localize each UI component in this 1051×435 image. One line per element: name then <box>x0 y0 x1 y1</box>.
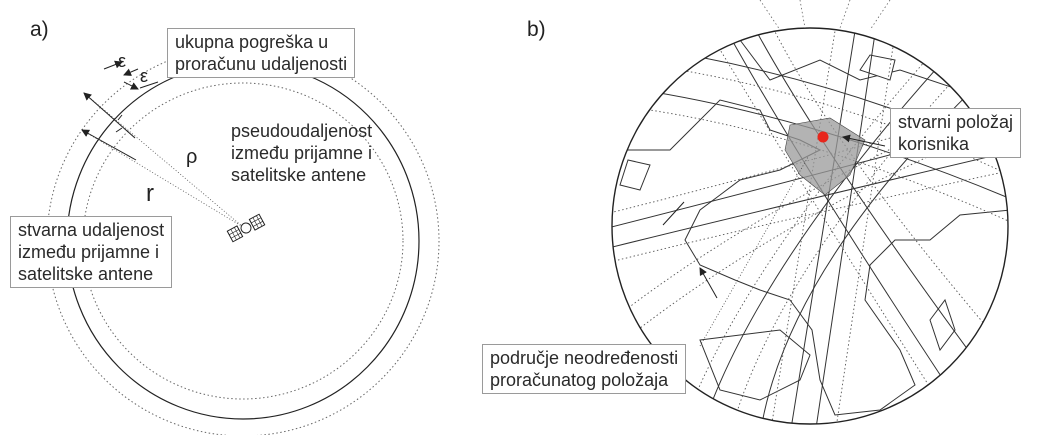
arrow-upper <box>83 92 136 139</box>
user-position-dot <box>817 131 829 143</box>
continent-outline <box>699 329 811 401</box>
true-position-label: stvarni položaj korisnika <box>890 108 1022 158</box>
true-position-arrow <box>842 134 886 147</box>
globe-outline <box>611 27 1009 425</box>
rho-symbol: ρ <box>186 146 198 168</box>
range-circle <box>814 28 881 424</box>
arrow-ticks <box>115 114 123 133</box>
pseudorange-label: pseudoudaljenost između prijamne i satel… <box>231 121 373 185</box>
error-arrow-2 <box>699 267 718 299</box>
range-lines-outside <box>759 0 891 31</box>
panel-b-letter: b) <box>527 18 546 41</box>
range-circle <box>789 28 861 424</box>
total-error-label: ukupna pogreška u proračunu udaljenosti <box>167 28 356 78</box>
epsilon-arrow-3 <box>123 81 139 90</box>
continent-outline <box>929 298 956 352</box>
uncertainty-label: područje neodređenosti proračunatog polo… <box>482 344 687 394</box>
epsilon-arrow-1 <box>103 60 123 70</box>
uncertainty-pointer <box>699 156 809 347</box>
true-range-label: stvarna udaljenost između prijamne i sat… <box>10 216 173 288</box>
epsilon-symbol: ε <box>140 66 149 86</box>
range-line-upper <box>83 92 244 228</box>
inner-error-circle <box>82 82 404 400</box>
arrow-lower <box>81 129 137 161</box>
continent-outline <box>619 159 651 191</box>
continent-outline <box>859 54 896 81</box>
r-symbol: r <box>146 180 154 207</box>
satellite-icon <box>226 213 266 243</box>
panel-a-letter: a) <box>30 18 49 41</box>
error-arrow-1 <box>662 201 685 226</box>
epsilon-tick <box>139 81 159 89</box>
epsilon-arrow-2 <box>123 68 139 76</box>
epsilon-symbol: ε <box>118 51 127 71</box>
range-line-lower <box>81 129 244 228</box>
